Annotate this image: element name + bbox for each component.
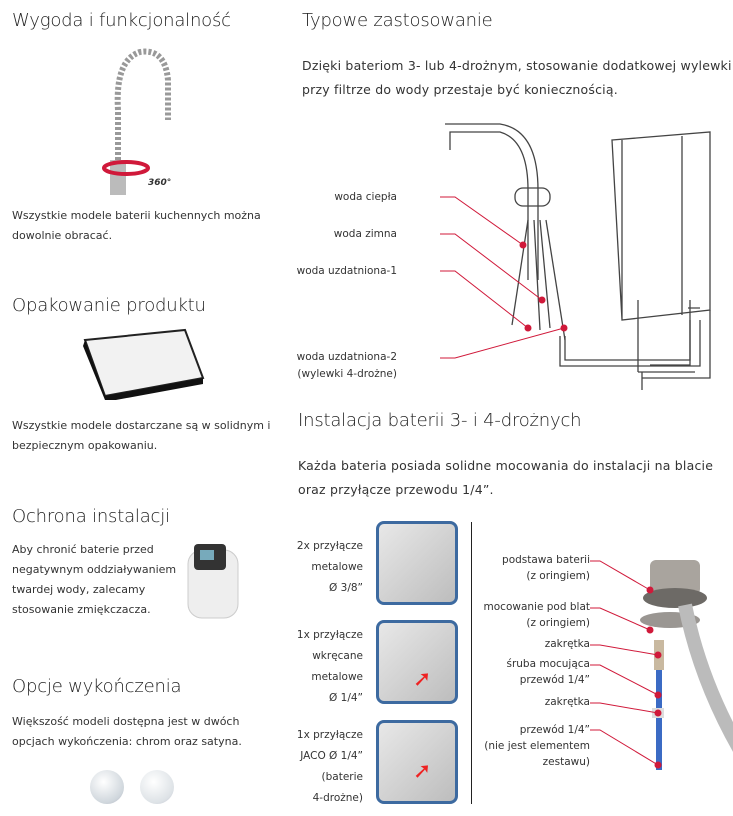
usage-text: Dzięki bateriom 3- lub 4-drożnym, stosow… [302, 58, 732, 97]
divider [471, 522, 472, 804]
label-hot-water: woda ciepła [334, 191, 397, 203]
protection-text: Aby chronić baterie przed negatywnym odd… [12, 543, 177, 616]
rotating-faucet-image: 360° [102, 48, 171, 195]
water-softener-image [187, 544, 239, 619]
label-treated-water-2: woda uzdatniona-2 [296, 351, 397, 363]
packaging-text: Wszystkie modele dostarczane są w solidn… [12, 419, 271, 452]
faucet-mounting-diagram [590, 560, 733, 770]
comfort-text: Wszystkie modele baterii kuchennych możn… [12, 209, 261, 242]
section-title-comfort: Wygoda i funkcjonalność [12, 10, 231, 31]
section-title-usage: Typowe zastosowanie [302, 10, 493, 31]
rotation-badge: 360° [148, 178, 171, 188]
connector-photo-3-8 [376, 521, 458, 605]
label-cold-water: woda zimna [333, 228, 397, 240]
typical-usage-diagram [440, 123, 711, 390]
section-title-finish: Opcje wykończenia [12, 676, 182, 697]
part-label-nut-2: zakrętka [544, 696, 590, 708]
connector-photo-jaco: ➚ [376, 720, 458, 804]
installation-text: Każda bateria posiada solidne mocowania … [298, 458, 714, 497]
connector-photo-1-4-metal: ➚ [376, 620, 458, 704]
part-label-nut-1: zakrętka [544, 638, 590, 650]
part-label-mount: mocowanie pod blat(z oringiem) [483, 601, 590, 629]
satin-swatch [140, 770, 174, 804]
packaging-box-image [83, 328, 205, 400]
section-title-packaging: Opakowanie produktu [12, 295, 206, 316]
chrome-swatch [90, 770, 124, 804]
section-title-protection: Ochrona instalacji [12, 506, 170, 527]
part-label-base: podstawa baterii(z oringiem) [502, 554, 590, 582]
label-treated-water-1: woda uzdatniona-1 [296, 265, 397, 277]
label-4way-spouts: (wylewki 4-drożne) [297, 368, 397, 380]
finish-text: Większość modeli dostępna jest w dwóch o… [12, 715, 242, 748]
section-title-installation: Instalacja baterii 3- i 4-drożnych [298, 410, 582, 431]
